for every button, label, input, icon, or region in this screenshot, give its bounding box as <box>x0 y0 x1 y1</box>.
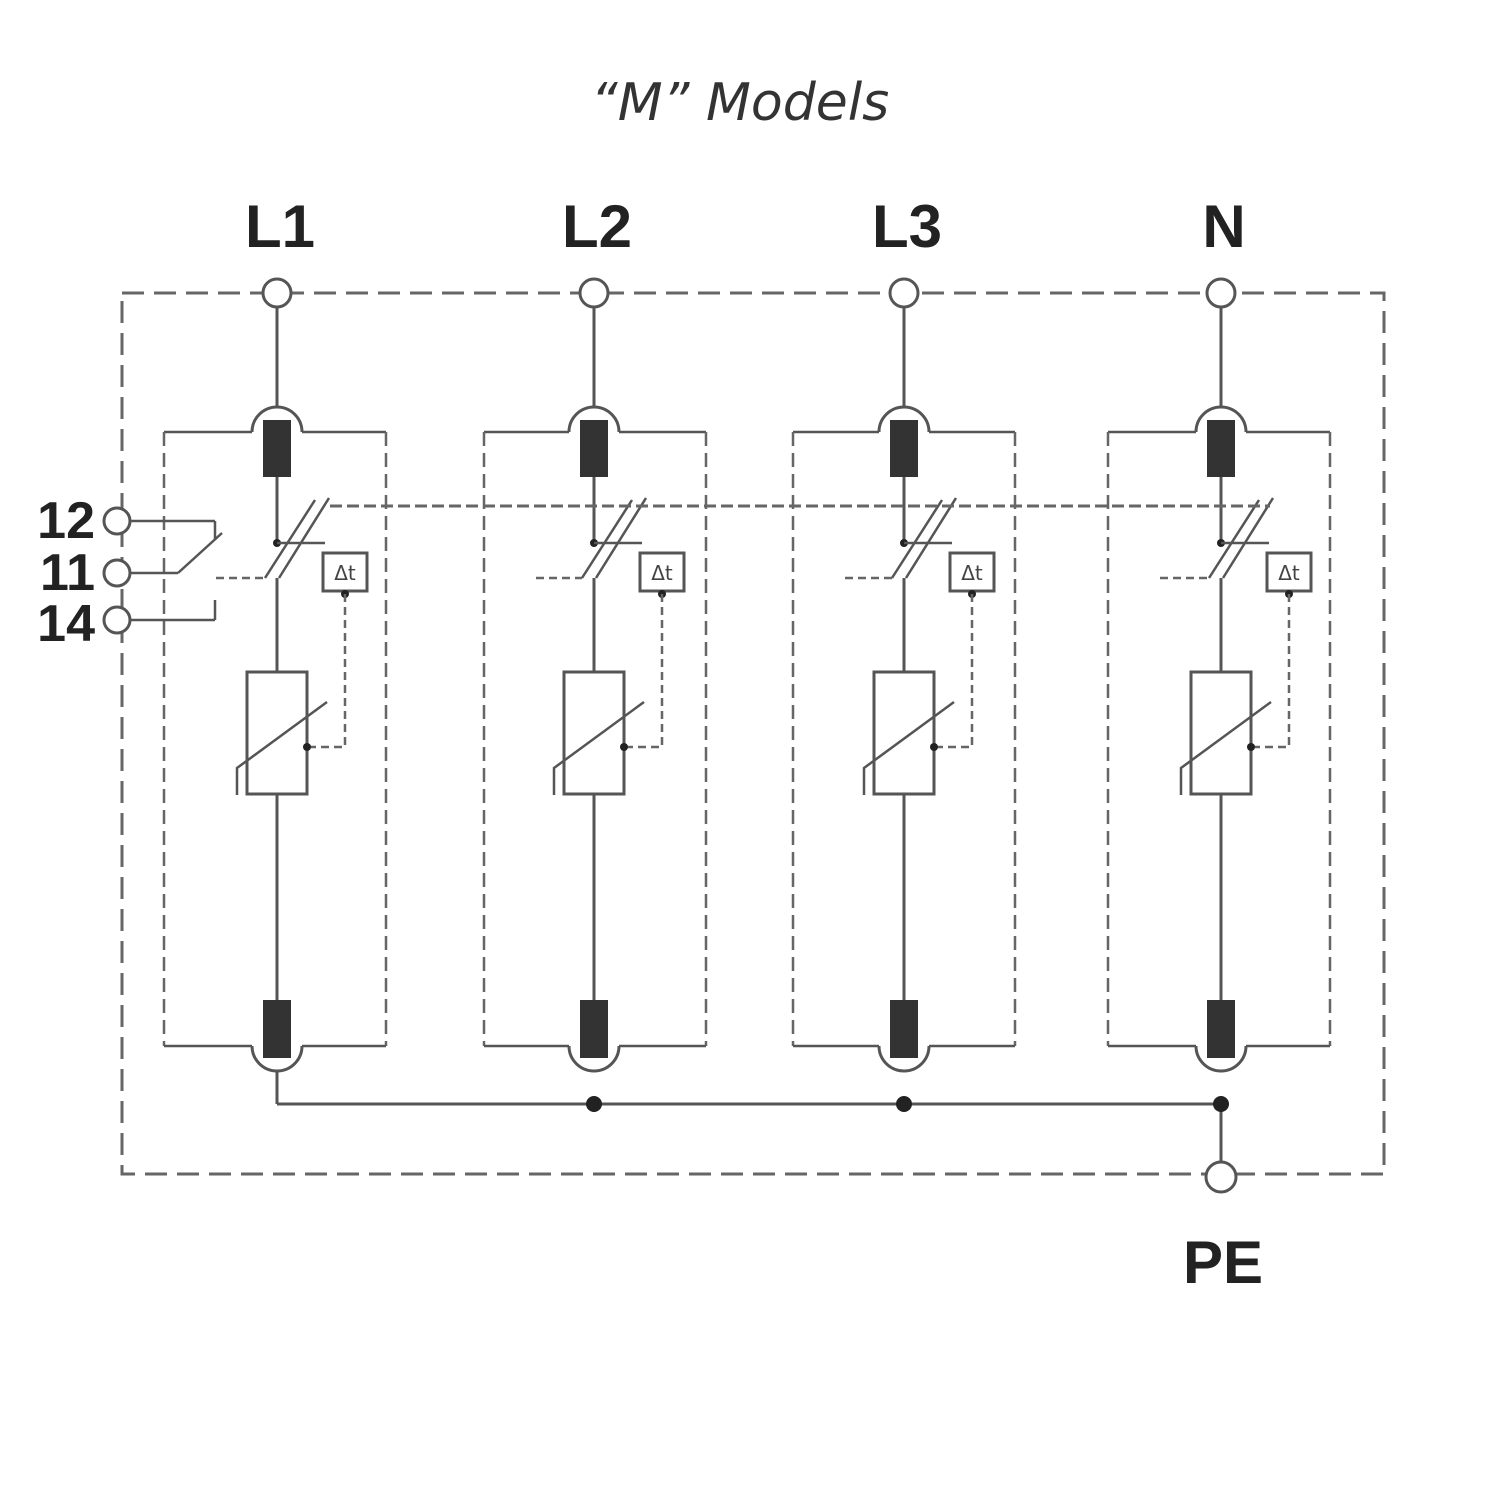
thermal-label-l3: Δt <box>961 561 983 585</box>
disconnector-blade-b-l3 <box>904 497 958 579</box>
module-bottom-bump-l3 <box>877 1045 931 1073</box>
varistor-body-n <box>1189 670 1253 796</box>
varistor-slash-l2 <box>552 700 645 795</box>
varistor-body-l2 <box>562 670 626 796</box>
module-top-bump-n <box>1194 405 1248 433</box>
disconnector-blade-b-n <box>1221 497 1275 579</box>
varistor-sense-dot-l1 <box>303 743 311 751</box>
terminal-11 <box>102 558 132 588</box>
pole-label-l1: L1 <box>245 193 315 260</box>
module-side-edges-n <box>1106 432 1332 1046</box>
varistor-slash-l1 <box>235 700 328 795</box>
disconnector-blade-a-l3 <box>890 499 944 579</box>
thermal-label-l1: Δt <box>334 561 356 585</box>
thermal-label-l2: Δt <box>651 561 673 585</box>
module-side-edges-l2 <box>482 432 708 1046</box>
module-bottom-bump-l2 <box>567 1045 621 1073</box>
bottom-contact-block-l2 <box>580 1000 608 1058</box>
line-terminal-n <box>1205 277 1237 309</box>
terminal-12 <box>102 506 132 536</box>
module-top-bump-l3 <box>877 405 931 433</box>
thermal-sense-line-l2 <box>624 594 664 749</box>
bottom-contact-block-l1 <box>263 1000 291 1058</box>
module-bottom-bump-l1 <box>250 1045 304 1073</box>
disconnector-blade-a-l1 <box>263 499 317 579</box>
line-terminal-l3 <box>888 277 920 309</box>
module-top-bump-l2 <box>567 405 621 433</box>
junction-dot-l2 <box>586 1096 602 1112</box>
module-bottom-bump-n <box>1194 1045 1248 1073</box>
thermal-sense-line-l1 <box>307 594 347 749</box>
thermal-box-l3 <box>948 551 996 593</box>
junction-dot-l3 <box>896 1096 912 1112</box>
module-side-edges-l1 <box>162 432 388 1046</box>
line-terminal-l2 <box>578 277 610 309</box>
pole-label-n: N <box>1202 193 1245 260</box>
contact-label-11: 11 <box>40 544 95 602</box>
contact-label-14: 14 <box>37 595 95 653</box>
varistor-body-l1 <box>245 670 309 796</box>
thermal-sense-line-n <box>1251 594 1291 749</box>
varistor-sense-dot-l2 <box>620 743 628 751</box>
disconnector-blade-b-l2 <box>594 497 648 579</box>
varistor-slash-l3 <box>862 700 955 795</box>
top-contact-block-l2 <box>580 420 608 477</box>
device-enclosure-outline <box>120 291 1386 1176</box>
line-terminal-l1 <box>261 277 293 309</box>
varistor-sense-dot-l3 <box>930 743 938 751</box>
varistor-body-l3 <box>872 670 936 796</box>
module-top-bump-l1 <box>250 405 304 433</box>
module-side-edges-l3 <box>791 432 1017 1046</box>
disconnector-blade-a-n <box>1207 499 1261 579</box>
top-contact-block-l1 <box>263 420 291 477</box>
disconnector-blade-a-l2 <box>580 499 634 579</box>
varistor-sense-dot-n <box>1247 743 1255 751</box>
disconnector-blade-b-l1 <box>277 497 331 579</box>
pe-label: PE <box>1183 1229 1263 1296</box>
earth-busbar: PE <box>275 1072 1263 1296</box>
pole-label-l3: L3 <box>872 193 942 260</box>
junction-dot-n <box>1213 1096 1229 1112</box>
bottom-contact-block-l3 <box>890 1000 918 1058</box>
top-contact-block-n <box>1207 420 1235 477</box>
terminal-14 <box>102 605 132 635</box>
thermal-sense-line-l3 <box>934 594 974 749</box>
contact-switch-blade <box>177 532 223 574</box>
thermal-box-l1 <box>321 551 369 593</box>
pe-terminal <box>1204 1160 1238 1194</box>
auxiliary-contact: 12 11 14 <box>37 492 223 653</box>
thermal-box-n <box>1265 551 1313 593</box>
pole-label-l2: L2 <box>562 193 632 260</box>
contact-label-12: 12 <box>37 492 95 550</box>
thermal-label-n: Δt <box>1278 561 1300 585</box>
diagram-title: “M” Models <box>591 73 890 133</box>
pole-module-n: N Δt <box>1106 193 1332 1073</box>
bottom-contact-block-n <box>1207 1000 1235 1058</box>
top-contact-block-l3 <box>890 420 918 477</box>
varistor-slash-n <box>1179 700 1272 795</box>
